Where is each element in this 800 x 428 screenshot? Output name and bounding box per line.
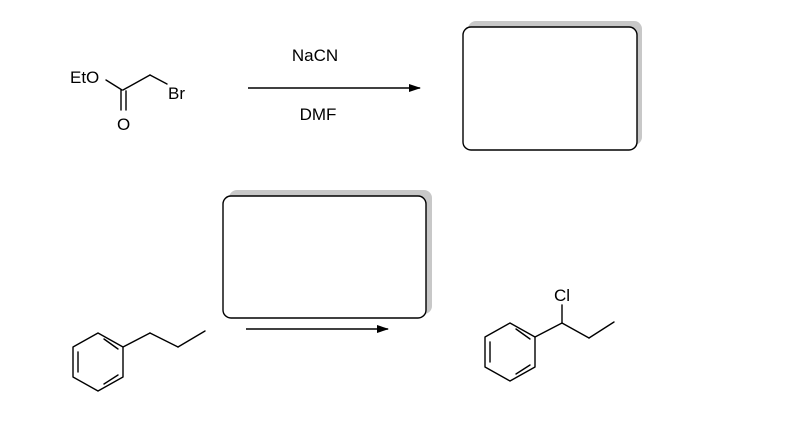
reaction1-arrow-group: NaCN DMF — [248, 46, 421, 124]
ch2-br-bond — [149, 74, 168, 85]
ethoxy-label: EtO — [70, 68, 99, 87]
product-aromatic-bond-2 — [515, 364, 531, 375]
product-benzene-ring — [484, 322, 536, 382]
product-chloropropylbenzene: Cl — [484, 286, 615, 382]
reactant-ethyl-bromoacetate: EtO Br O — [70, 68, 185, 134]
aromatic-bond-1 — [103, 338, 119, 350]
benzene-ring — [72, 332, 124, 392]
ch2-ch3-bond — [588, 321, 615, 339]
c-ch2-bond — [122, 74, 151, 91]
aromatic-bond-2 — [103, 374, 119, 385]
reaction2-answer-box[interactable] — [222, 190, 432, 319]
ring-chc-bond — [534, 322, 563, 338]
reactant-propylbenzene — [72, 330, 206, 392]
reaction1-answer-box[interactable] — [462, 21, 642, 151]
chc-ch2-bond — [561, 322, 590, 339]
propyl-bond-1 — [122, 332, 151, 348]
reagent-nacn: NaCN — [292, 46, 338, 65]
propyl-bond-3 — [177, 330, 206, 348]
carbonyl-oxygen-label: O — [117, 115, 130, 134]
bromine-label: Br — [168, 84, 185, 103]
answer-box-product[interactable] — [462, 26, 638, 151]
ester-o-c-bond — [105, 79, 123, 91]
solvent-dmf: DMF — [300, 105, 337, 124]
propyl-bond-2 — [149, 332, 179, 348]
product-aromatic-bond-1 — [515, 328, 531, 340]
answer-box-reagent[interactable] — [222, 195, 427, 319]
chlorine-label: Cl — [554, 286, 570, 305]
